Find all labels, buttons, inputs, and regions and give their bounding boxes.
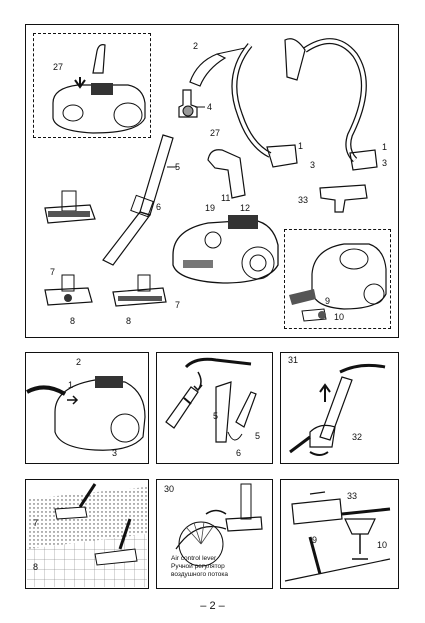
page-number: – 2 – bbox=[200, 600, 225, 612]
callout-33: 33 bbox=[298, 195, 309, 205]
adjust-illustration bbox=[289, 363, 386, 456]
panel-number-30: 30 bbox=[164, 484, 175, 494]
callout-33-uph: 33 bbox=[347, 491, 358, 501]
upholstery-nozzle-illustration bbox=[319, 184, 368, 213]
tube-connect-illustration bbox=[165, 357, 257, 443]
hose-handle-illustration bbox=[189, 47, 246, 87]
callout-2: 2 bbox=[193, 41, 199, 51]
accessory-storage-illustration bbox=[289, 243, 387, 322]
floor-brush-illustration-top bbox=[44, 190, 96, 224]
callout-5-tube-left: 5 bbox=[213, 411, 219, 421]
hose-connect-illustration bbox=[26, 376, 146, 451]
callout-32: 32 bbox=[352, 432, 363, 442]
callout-7-left: 7 bbox=[50, 267, 56, 277]
floor-brush-illustration-right bbox=[112, 274, 167, 307]
upholstery-illustration bbox=[284, 491, 391, 582]
carry-handle-illustration bbox=[52, 44, 146, 134]
floor-brush-illustration-left bbox=[44, 274, 93, 306]
callout-1-left: 1 bbox=[298, 141, 304, 151]
callout-8-right: 8 bbox=[126, 316, 132, 326]
air-lever-caption-en: Air control lever bbox=[171, 555, 217, 562]
callout-3-hose: 3 bbox=[112, 448, 118, 458]
callout-8-floor: 8 bbox=[33, 562, 39, 572]
panel-number-31: 31 bbox=[288, 355, 299, 365]
callout-7-floor: 7 bbox=[33, 518, 39, 528]
callout-4: 4 bbox=[207, 102, 213, 112]
air-lever-caption-ru-1: Ручной регулятор bbox=[171, 563, 225, 570]
callout-9-uph: 9 bbox=[312, 535, 318, 545]
callout-27-tool: 27 bbox=[210, 128, 221, 138]
panel-upholstery bbox=[280, 479, 399, 589]
callout-10-uph: 10 bbox=[377, 540, 388, 550]
callout-2-hose: 2 bbox=[76, 357, 82, 367]
tube-joint-illustration bbox=[178, 89, 205, 118]
panel-hose-connect bbox=[25, 352, 149, 464]
callout-7-right: 7 bbox=[175, 300, 181, 310]
callout-1-right: 1 bbox=[382, 142, 388, 152]
callout-27-inset: 27 bbox=[53, 62, 64, 72]
callout-6-tube: 6 bbox=[236, 448, 242, 458]
callout-5: 5 bbox=[175, 162, 181, 172]
vacuum-cleaner-body-illustration bbox=[172, 215, 279, 284]
extension-tube-illustration bbox=[102, 134, 177, 266]
flexible-hose-illustration bbox=[231, 38, 378, 171]
air-lever-illustration bbox=[175, 483, 263, 567]
callout-11: 11 bbox=[221, 193, 231, 203]
floor-cleaning-illustration bbox=[27, 483, 147, 587]
callout-3-left: 3 bbox=[310, 160, 316, 170]
callout-12: 12 bbox=[240, 203, 251, 213]
callout-10: 10 bbox=[334, 312, 345, 322]
callout-8-left: 8 bbox=[70, 316, 76, 326]
callout-5-tube-right: 5 bbox=[255, 431, 261, 441]
dusting-brush-illustration bbox=[207, 149, 246, 199]
callout-19: 19 bbox=[205, 203, 216, 213]
air-lever-caption: Air control lever Ручной регулятор возду… bbox=[171, 555, 228, 579]
callout-6: 6 bbox=[156, 202, 162, 212]
panel-air-lever bbox=[156, 479, 273, 589]
callout-9: 9 bbox=[325, 296, 331, 306]
callout-1-hose: 1 bbox=[68, 380, 74, 390]
callout-3-right: 3 bbox=[382, 158, 388, 168]
air-lever-caption-ru-2: воздушного потока bbox=[171, 571, 228, 578]
